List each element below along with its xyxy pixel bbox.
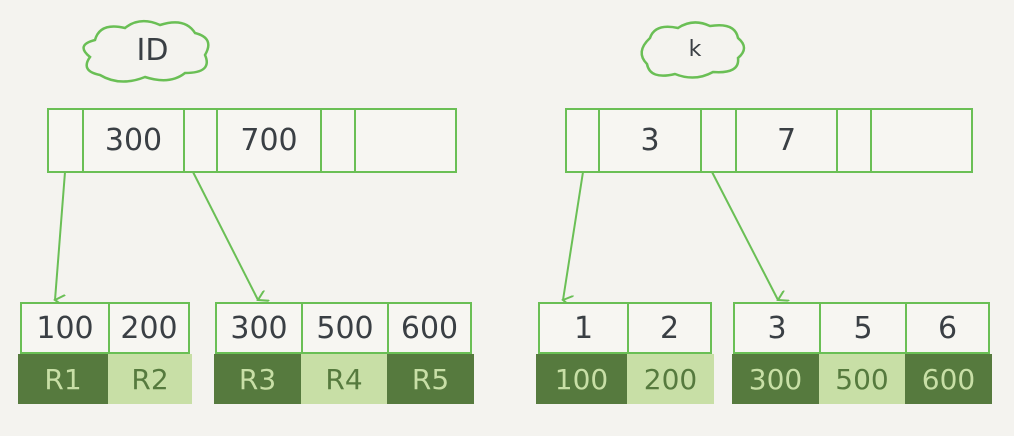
- root-key: 7: [737, 110, 838, 171]
- k-root-node: 3 7: [565, 108, 973, 173]
- leaf-value: R5: [387, 354, 474, 404]
- leaf-key: 5: [821, 304, 907, 352]
- leaf-value: R2: [108, 354, 192, 404]
- leaf-value: R3: [214, 354, 301, 404]
- id-root-node: 300 700: [47, 108, 457, 173]
- id-leaf-1-values: R1 R2: [18, 354, 192, 404]
- leaf-value: 600: [905, 354, 992, 404]
- leaf-key: 2: [659, 310, 680, 346]
- root-key: 300: [84, 110, 185, 171]
- cloud-k-outline: [640, 21, 746, 79]
- empty-slot: [356, 110, 455, 171]
- leaf-value: R4: [301, 354, 387, 404]
- arrow-id-right: [192, 171, 258, 300]
- cloud-id-outline: [82, 19, 210, 83]
- pointer-slot: [322, 110, 356, 171]
- id-leaf-1: 100 200: [20, 302, 190, 354]
- id-leaf-2-values: R3 R4 R5: [214, 354, 474, 404]
- root-key: 3: [600, 110, 702, 171]
- pointer-slot: [702, 110, 737, 171]
- pointer-slot: [49, 110, 84, 171]
- leaf-value: 100: [536, 354, 627, 404]
- id-leaf-2: 300 500 600: [215, 302, 472, 354]
- leaf-key: 200: [120, 310, 178, 346]
- leaf-key: 600: [400, 310, 459, 346]
- leaf-key: 100: [22, 304, 110, 352]
- leaf-key: 6: [937, 310, 958, 346]
- k-leaf-2: 3 5 6: [733, 302, 990, 354]
- leaf-value: R1: [18, 354, 108, 404]
- leaf-value: 500: [819, 354, 905, 404]
- id-index-label: ID: [136, 32, 169, 68]
- pointer-slot: [567, 110, 600, 171]
- leaf-value: 300: [732, 354, 819, 404]
- leaf-key: 500: [303, 304, 389, 352]
- pointer-slot: [838, 110, 872, 171]
- k-leaf-1: 1 2: [538, 302, 712, 354]
- arrow-k-right: [711, 171, 778, 300]
- k-leaf-1-values: 100 200: [536, 354, 714, 404]
- k-index-label: k: [688, 36, 702, 62]
- arrow-k-left: [563, 171, 584, 300]
- pointer-slot: [185, 110, 218, 171]
- leaf-key: 3: [735, 304, 821, 352]
- leaf-key: 1: [540, 304, 629, 352]
- arrow-id-left: [55, 171, 66, 300]
- k-leaf-2-values: 300 500 600: [732, 354, 992, 404]
- leaf-key: 300: [217, 304, 303, 352]
- root-key: 700: [218, 110, 322, 171]
- leaf-value: 200: [627, 354, 714, 404]
- empty-slot: [872, 110, 971, 171]
